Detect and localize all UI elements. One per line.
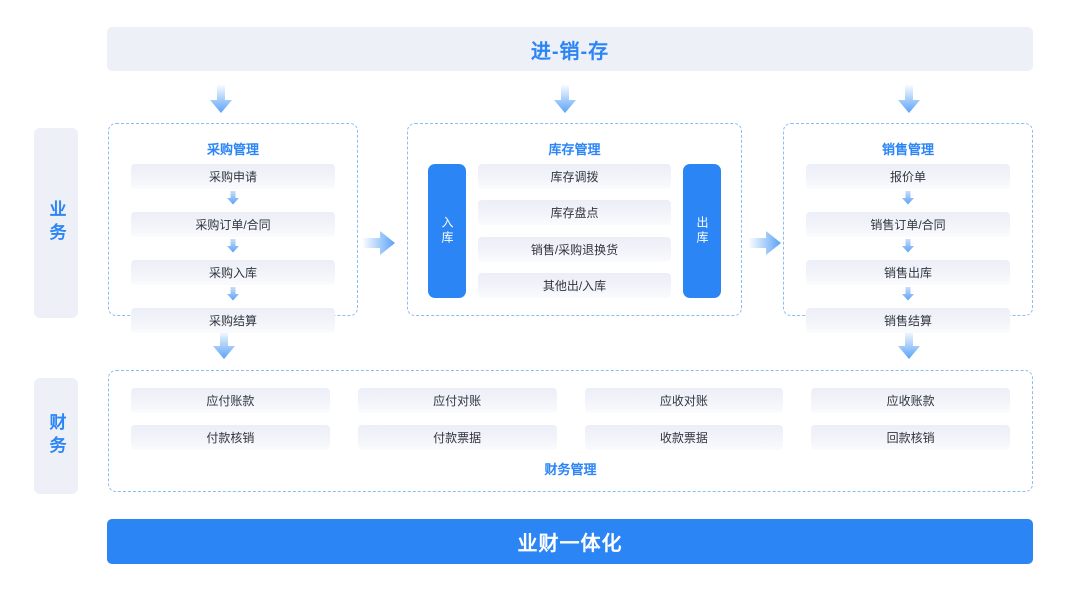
inventory-item-2[interactable]: 库存盘点 [478, 200, 671, 226]
panel-purchase-title: 采购管理 [206, 142, 259, 157]
purchase-flow-list: 采购申请 采购订单/合同 [131, 164, 335, 333]
finance-item-1[interactable]: 应付账款 [131, 388, 330, 413]
side-label-business: 业务 [34, 128, 78, 318]
finance-item-grid: 应付账款 应付对账 应收对账 应收账款 付款核销 付款票据 收款票据 回款核销 [131, 388, 1010, 450]
flow-arrow-icon [901, 287, 915, 306]
purchase-item-4[interactable]: 采购结算 [131, 308, 335, 333]
purchase-item-1[interactable]: 采购申请 [131, 164, 335, 189]
inventory-item-3[interactable]: 销售/采购退换货 [478, 236, 671, 262]
top-banner: 进-销-存 [107, 27, 1033, 71]
panel-inventory-title: 库存管理 [548, 142, 601, 157]
panel-finance-title: 财务管理 [544, 462, 597, 477]
inventory-item-list: 库存调拨 库存盘点 销售/采购退换货 其他出/入库 [478, 164, 671, 298]
flow-arrow-icon [901, 191, 915, 210]
finance-item-8[interactable]: 回款核销 [811, 425, 1010, 450]
arrow-down-to-purchase [209, 84, 233, 119]
inbound-bar[interactable]: 入库 [428, 164, 466, 298]
arrow-right-purchase-to-inventory [362, 230, 396, 261]
panel-sales-management: 销售管理 报价单 销售订单/合同 [783, 123, 1033, 333]
sales-item-2[interactable]: 销售订单/合同 [806, 212, 1010, 237]
flow-arrow-icon [226, 239, 240, 258]
inbound-bar-label: 入库 [440, 216, 454, 246]
sales-item-3[interactable]: 销售出库 [806, 260, 1010, 285]
side-label-finance: 财务 [34, 378, 78, 494]
flow-arrow-icon [901, 239, 915, 258]
finance-item-3[interactable]: 应收对账 [584, 388, 784, 413]
panel-finance-management: 应付账款 应付对账 应收对账 应收账款 付款核销 付款票据 收款票据 回款核销 … [108, 370, 1033, 492]
inventory-item-1[interactable]: 库存调拨 [478, 164, 671, 189]
top-banner-title: 进-销-存 [530, 40, 610, 63]
arrow-down-to-sales [897, 84, 921, 119]
finance-item-2[interactable]: 应付对账 [357, 388, 557, 413]
finance-item-7[interactable]: 收款票据 [584, 425, 784, 450]
inventory-item-4[interactable]: 其他出/入库 [478, 272, 671, 298]
flow-arrow-icon [226, 191, 240, 210]
panel-inventory-management: 库存管理 入库 出库 库存调拨 库存盘点 销售/采购退换货 其他出/入库 [407, 123, 742, 316]
side-label-finance-text: 财务 [46, 413, 66, 459]
flow-arrow-icon [226, 287, 240, 306]
side-label-business-text: 业务 [46, 200, 66, 246]
outbound-bar-label: 出库 [695, 216, 709, 246]
arrow-down-purchase-to-finance [212, 330, 236, 365]
finance-item-6[interactable]: 付款票据 [357, 425, 557, 450]
arrow-right-inventory-to-sales [748, 230, 782, 261]
arrow-down-to-inventory [553, 84, 577, 119]
panel-purchase-management: 采购管理 采购申请 采购订单/合同 [108, 123, 358, 333]
purchase-item-2[interactable]: 采购订单/合同 [131, 212, 335, 237]
arrow-down-sales-to-finance [897, 330, 921, 365]
bottom-banner-title: 业财一体化 [517, 533, 623, 555]
purchase-item-3[interactable]: 采购入库 [131, 260, 335, 285]
sales-item-1[interactable]: 报价单 [806, 164, 1010, 189]
sales-item-4[interactable]: 销售结算 [806, 308, 1010, 333]
sales-flow-list: 报价单 销售订单/合同 [806, 164, 1010, 333]
bottom-banner: 业财一体化 [107, 519, 1033, 564]
finance-item-5[interactable]: 付款核销 [131, 425, 330, 450]
panel-sales-title: 销售管理 [881, 142, 934, 157]
finance-item-4[interactable]: 应收账款 [811, 388, 1010, 413]
outbound-bar[interactable]: 出库 [683, 164, 721, 298]
